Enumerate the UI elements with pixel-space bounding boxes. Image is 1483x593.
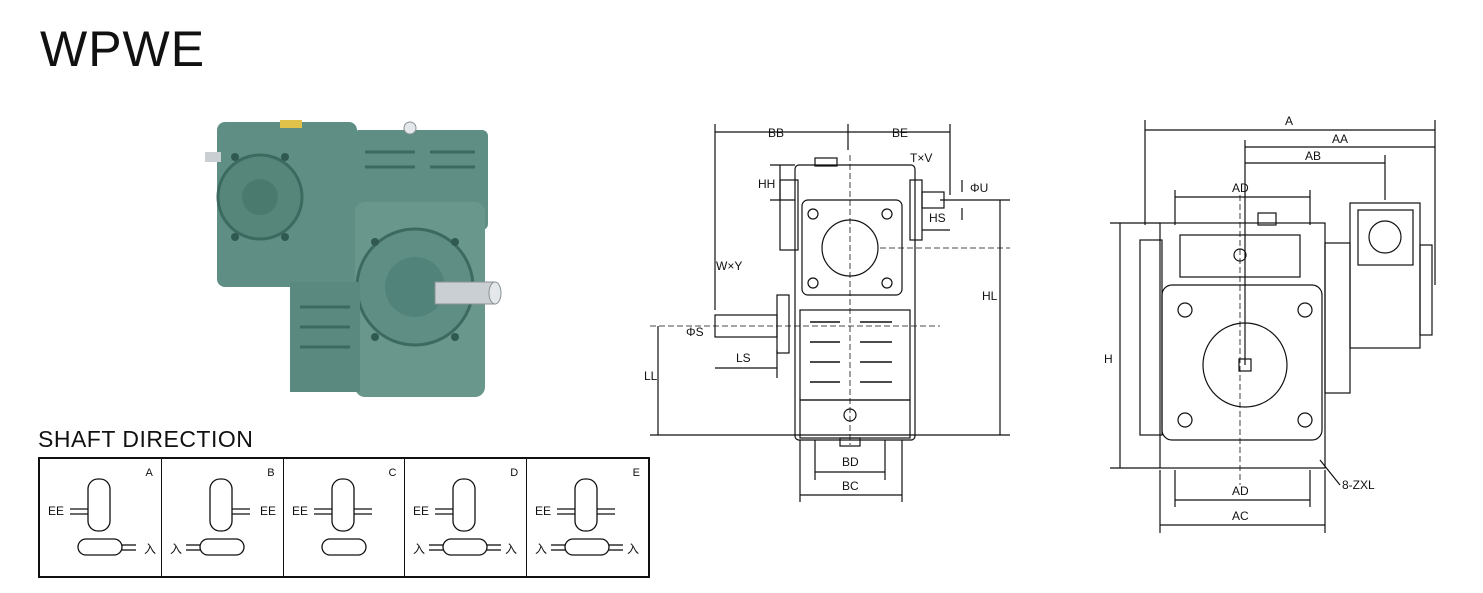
- shaft-letter: C: [388, 467, 397, 479]
- dim-wxy: W×Y: [716, 259, 742, 273]
- shaft-letter: B: [267, 467, 275, 479]
- dim-hs: HS: [929, 211, 946, 225]
- dim-h: H: [1104, 352, 1113, 366]
- svg-text:入: 入: [413, 542, 425, 556]
- dim-phi-u: ΦU: [970, 181, 988, 195]
- shaft-cell-d: D EE 入 入: [405, 459, 528, 576]
- side-view-drawing: A AA AB AD H AD AC 8-ZXL: [1104, 114, 1436, 533]
- shaft-cell-e: E EE 入 入: [527, 459, 648, 576]
- dim-bb: BB: [768, 126, 784, 140]
- shaft-cell-c: C EE: [284, 459, 406, 576]
- dim-txv: T×V: [910, 151, 932, 165]
- shaft-letter: E: [632, 467, 640, 479]
- dim-ab: AB: [1305, 149, 1321, 163]
- svg-text:入: 入: [535, 542, 547, 556]
- shaft-diagram: EE 入: [48, 478, 156, 556]
- gearbox-photo: [205, 120, 502, 397]
- shaft-direction-table: A EE 入 B EE 入 C: [38, 457, 650, 578]
- svg-text:EE: EE: [413, 504, 429, 518]
- dim-bd: BD: [842, 455, 859, 469]
- front-view-drawing: BB BE T×V ΦU HH HS HL W×Y ΦS LS LL BD BC: [644, 124, 1010, 502]
- shaft-direction-title: SHAFT DIRECTION: [38, 426, 254, 452]
- dim-a: A: [1285, 114, 1293, 128]
- dim-ls: LS: [736, 351, 751, 365]
- svg-text:EE: EE: [535, 504, 551, 518]
- shaft-letter: D: [510, 467, 519, 479]
- shaft-letter: A: [145, 467, 153, 479]
- shaft-diagram: EE 入 入: [535, 478, 639, 556]
- dim-phi-s: ΦS: [686, 325, 704, 339]
- svg-text:入: 入: [505, 542, 517, 556]
- dim-ll: LL: [644, 369, 658, 383]
- dim-aa: AA: [1332, 132, 1348, 146]
- gearbox-illustration: [205, 120, 502, 397]
- dim-zxl: 8-ZXL: [1342, 478, 1375, 492]
- svg-text:EE: EE: [260, 504, 276, 518]
- shaft-diagram: EE: [292, 478, 372, 556]
- svg-text:EE: EE: [292, 504, 308, 518]
- shaft-diagram: EE 入: [170, 478, 276, 556]
- svg-text:入: 入: [144, 542, 156, 556]
- dim-hh: HH: [758, 177, 775, 191]
- svg-text:EE: EE: [48, 504, 64, 518]
- dim-ac: AC: [1232, 509, 1249, 523]
- dim-be: BE: [892, 126, 908, 140]
- dim-bc: BC: [842, 479, 859, 493]
- svg-text:入: 入: [170, 542, 182, 556]
- shaft-cell-a: A EE 入: [40, 459, 162, 576]
- page-title: WPWE: [40, 21, 206, 77]
- dim-hl: HL: [982, 289, 998, 303]
- shaft-diagram: EE 入 入: [413, 478, 517, 556]
- dim-ad-bottom: AD: [1232, 484, 1249, 498]
- shaft-cell-b: B EE 入: [162, 459, 284, 576]
- svg-text:入: 入: [627, 542, 639, 556]
- dim-ad-top: AD: [1232, 181, 1249, 195]
